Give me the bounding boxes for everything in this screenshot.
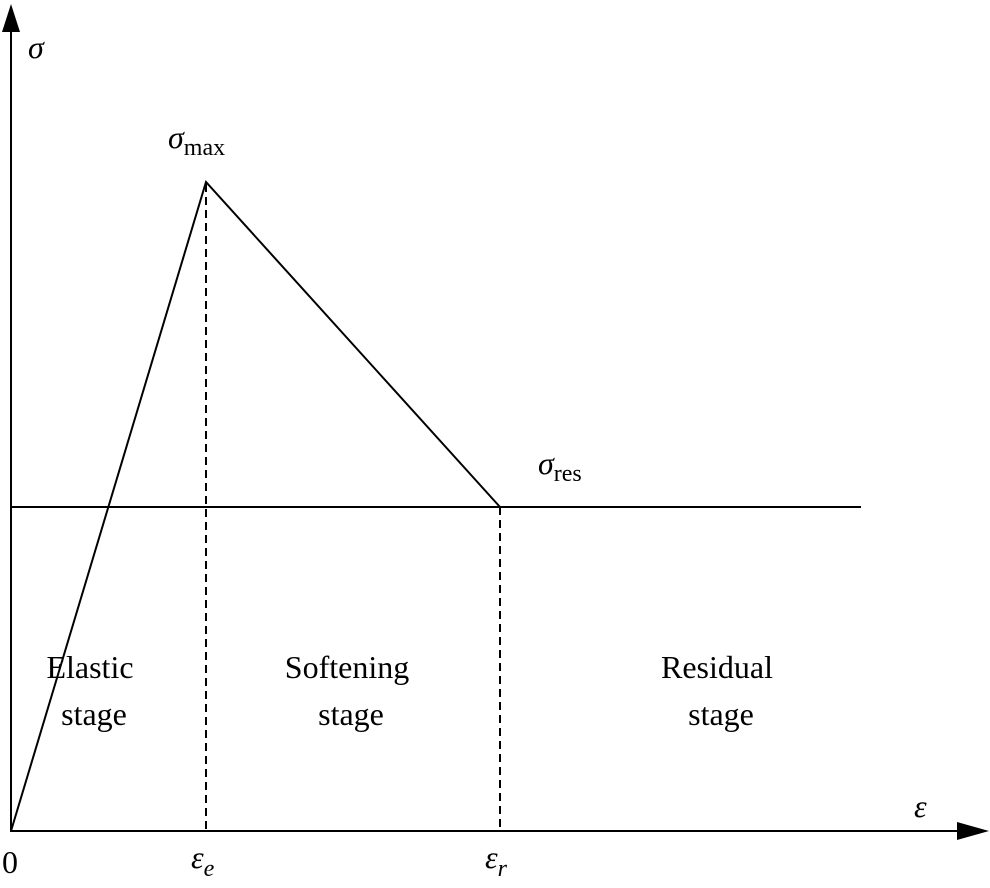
x-axis-label: ε [914,788,927,824]
elastic-stage-label: Elastic stage [46,649,141,732]
elastic-strain-label: εe [191,839,215,882]
softening-stage-label: Softening stage [285,649,417,732]
y-axis-arrowhead [2,4,20,32]
residual-strain-label: εr [485,839,508,882]
residual-stress-label: σres [538,445,582,487]
origin-label: 0 [2,844,18,880]
x-axis-arrowhead [957,822,989,840]
residual-stage-label: Residual stage [661,649,781,732]
stress-strain-curve [10,180,501,832]
y-axis-label: σ [28,29,45,65]
peak-stress-label: σmax [168,119,225,161]
